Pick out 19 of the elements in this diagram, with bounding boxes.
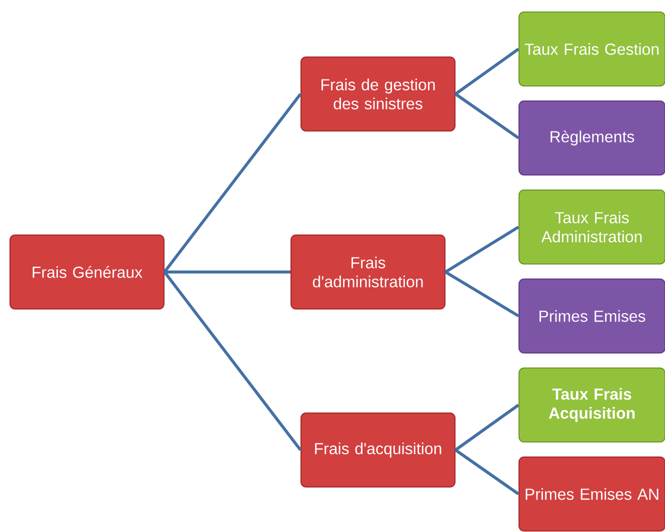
category-box: Frais d'administration (290, 234, 446, 310)
connector-line (454, 448, 520, 496)
category-box: Taux Frais Gestion (518, 12, 665, 86)
category-box: Primes Emises AN (518, 456, 665, 532)
connector-line (454, 404, 520, 452)
connector-line (454, 92, 520, 140)
category-box: Taux Frais Acquisition (518, 368, 665, 442)
category-box: Frais de gestion des sinistres (300, 56, 456, 132)
category-box: Taux Frais Administration (518, 190, 665, 264)
category-box: Frais Généraux (10, 234, 164, 310)
category-box: Règlements (518, 100, 665, 176)
connector-line (164, 270, 290, 274)
category-box: Primes Emises (518, 278, 665, 354)
connector-line (444, 270, 520, 318)
category-box: Frais d'acquisition (300, 412, 456, 488)
connector-line (163, 271, 302, 451)
connector-line (163, 93, 302, 273)
connector-line (444, 226, 520, 274)
connector-line (454, 48, 520, 96)
